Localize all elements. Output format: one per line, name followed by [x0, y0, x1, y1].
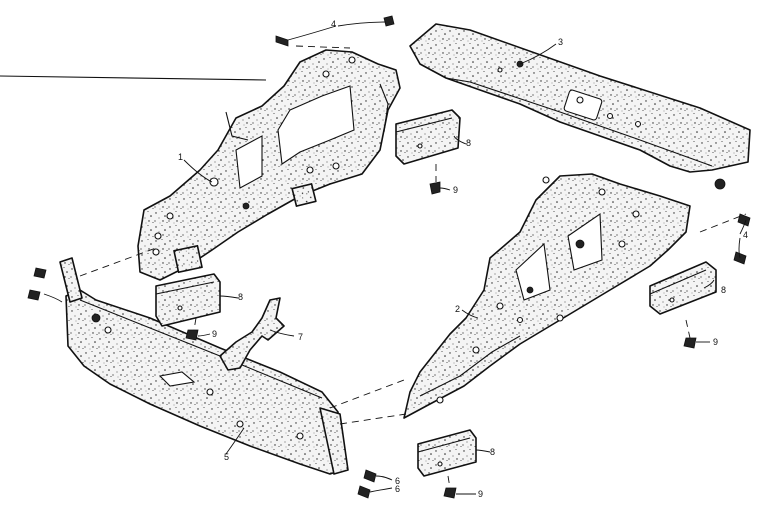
callout-9-left: 9 [212, 329, 217, 339]
part-8-mount-block-lower [417, 429, 477, 477]
callout-9-upper: 9 [453, 185, 458, 195]
part-8-mount-block-left [155, 273, 221, 327]
callout-9-right: 9 [713, 337, 718, 347]
callout-5: 5 [224, 452, 229, 462]
callout-1: 1 [178, 152, 183, 162]
callout-8-left: 8 [238, 292, 243, 302]
callout-8-lower: 8 [490, 447, 495, 457]
callout-9-lower: 9 [478, 489, 483, 499]
part-8-mount-block-upper [395, 109, 461, 165]
callout-4-top: 4 [331, 19, 336, 29]
horizontal-rule [0, 75, 267, 81]
callout-6-upper: 6 [395, 476, 400, 486]
part-7-bracket [219, 297, 285, 371]
assembly-dashed-lines [79, 45, 747, 489]
leader-lines [43, 21, 747, 495]
part-2-right-side-frame [403, 173, 691, 419]
callout-8-upper: 8 [466, 138, 471, 148]
part-5-front-cross-member [59, 257, 349, 475]
callout-2: 2 [455, 304, 460, 314]
part-8-mount-block-right [649, 261, 717, 315]
callout-6-lower: 6 [395, 484, 400, 494]
callout-8-right: 8 [721, 285, 726, 295]
part-1-left-side-frame [137, 49, 401, 281]
callout-7: 7 [298, 332, 303, 342]
callout-3: 3 [558, 37, 563, 47]
callout-labels: 1 2 3 4 4 5 6 6 7 8 8 8 8 9 9 9 9 [178, 19, 748, 499]
callout-4-right: 4 [743, 230, 748, 240]
part-3-rear-cross-member [409, 23, 751, 190]
